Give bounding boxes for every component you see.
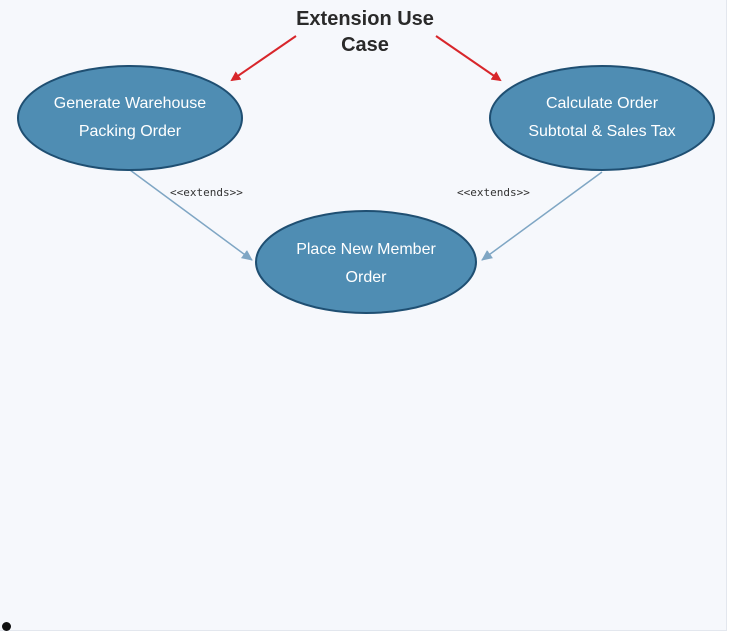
use-case-ellipse-generate[interactable] [17, 65, 243, 171]
use-case-label-calculate: Calculate Order Subtotal & Sales Tax [528, 95, 676, 140]
extends-connector-calculate [481, 171, 603, 261]
extends-label-right: <<extends>> [457, 186, 530, 199]
extends-connector-generate [129, 169, 253, 261]
use-case-label-generate: Generate Warehouse Packing Order [53, 95, 207, 140]
extends-label-left: <<extends>> [170, 186, 243, 199]
use-case-ellipse-place[interactable] [255, 210, 477, 314]
callout-arrow-left [230, 35, 297, 82]
bullet-dot [2, 622, 11, 631]
callout-arrow-right [435, 35, 502, 82]
diagram-title: Extension Use Case [296, 8, 434, 56]
use-case-ellipse-calculate[interactable] [489, 65, 715, 171]
use-case-label-place: Place New Member Order [296, 241, 436, 286]
